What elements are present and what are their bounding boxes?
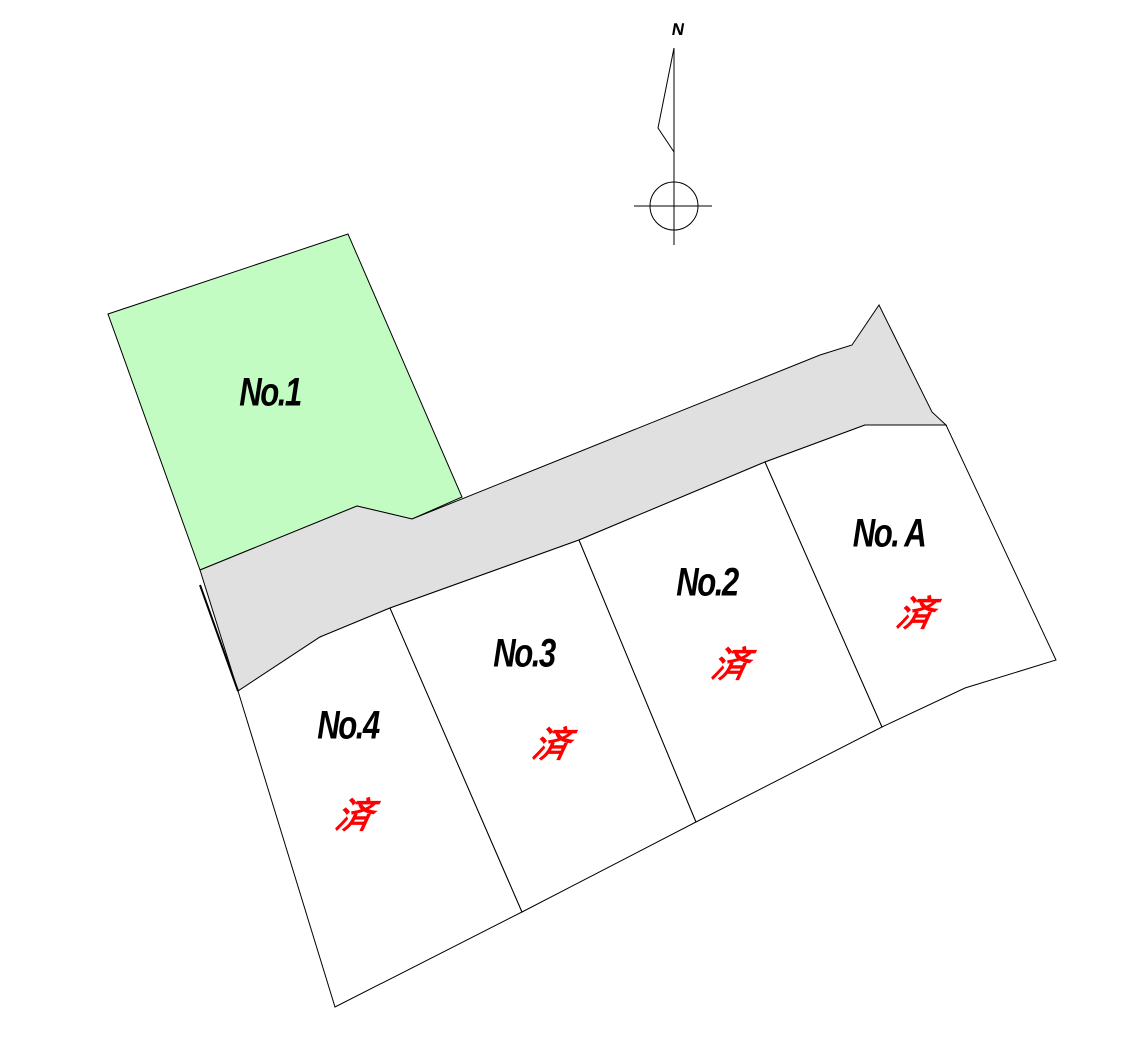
lot-2-label: No.2: [676, 560, 739, 605]
boundary-line: [199, 584, 239, 692]
lot-a-parcel[interactable]: [764, 424, 1057, 728]
lot-a-label: No. A: [852, 511, 927, 556]
north-arrow-icon: [634, 47, 712, 245]
lot-4-label: No.4: [317, 703, 380, 748]
lot-1-label: No.1: [239, 370, 302, 415]
lot-3-label: No.3: [493, 631, 556, 676]
